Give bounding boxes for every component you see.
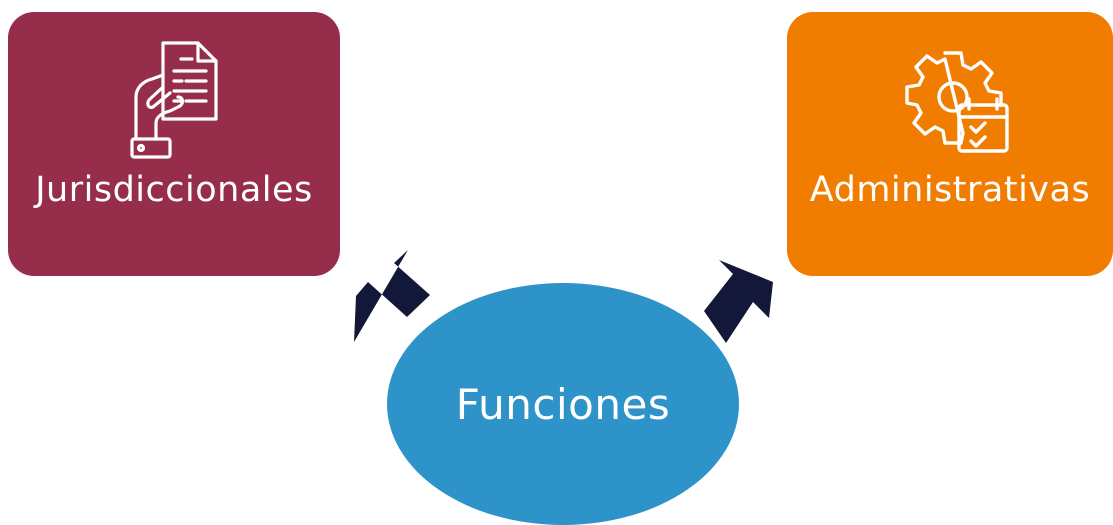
node-label: Funciones <box>455 379 671 429</box>
node-funciones: Funciones <box>387 283 739 525</box>
arrow-to-jurisdiccionales <box>354 250 430 342</box>
node-label: Jurisdiccionales <box>35 170 313 210</box>
arrow-to-administrativas <box>704 260 773 343</box>
hand-document-icon <box>130 41 218 159</box>
node-jurisdiccionales: Jurisdiccionales <box>8 12 340 276</box>
node-label: Administrativas <box>809 170 1091 210</box>
node-administrativas: Administrativas <box>787 12 1113 276</box>
gear-calendar-icon <box>905 51 1009 153</box>
